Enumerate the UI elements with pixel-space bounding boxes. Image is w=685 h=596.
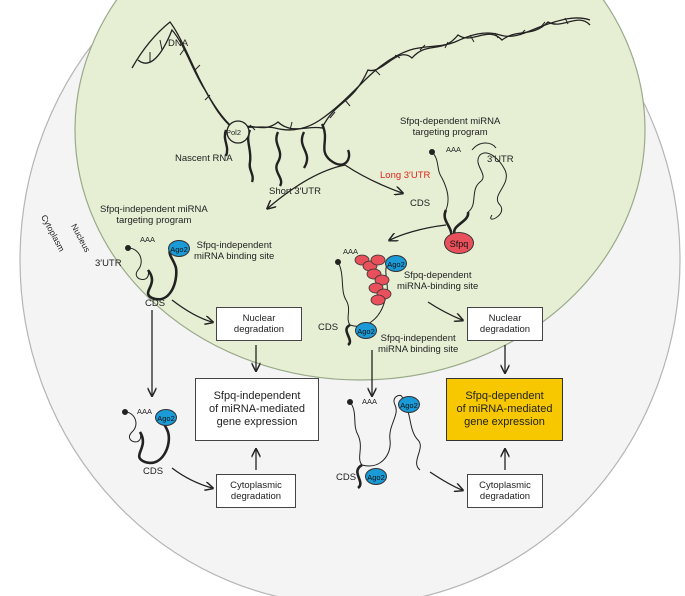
polya-tail-label: AAA <box>362 397 378 406</box>
polya-tail-label: AAA <box>137 407 153 416</box>
short-utr-transcript-nucleus <box>125 245 178 301</box>
indep-site-left-label: Sfpq-independent miRNA binding site <box>194 240 275 262</box>
ago2-protein: Ago2 <box>398 396 420 413</box>
dep-expression-box: Sfpq-dependent of miRNA-mediated gene ex… <box>446 378 563 441</box>
pathway-arrows <box>152 299 505 490</box>
dna-helix <box>131 17 591 131</box>
utr3-left-label: 3′UTR <box>95 258 122 269</box>
dep-site-label: Sfpq-dependent miRNA-binding site <box>397 270 479 292</box>
sfpq-binding-cluster <box>354 254 392 306</box>
utr3-right-label: 3′UTR <box>487 154 514 165</box>
cds-right-mid-label: CDS <box>318 322 339 333</box>
cds-left-bottom-label: CDS <box>143 466 164 477</box>
dep-program-label: Sfpq-dependent miRNA targeting program <box>400 116 501 138</box>
indep-program-label: Sfpq-independent miRNA targeting program <box>100 204 208 226</box>
ago2-protein: Ago2 <box>365 468 387 485</box>
cds-right-bottom-label: CDS <box>336 472 357 483</box>
nucleus-region <box>74 0 646 381</box>
sfpq-protein: Sfpq <box>444 232 474 254</box>
polya-tail-label: AAA <box>343 247 359 256</box>
cytoplasmic-degradation-left-box: Cytoplasmic degradation <box>216 474 296 508</box>
ago2-protein: Ago2 <box>168 240 190 257</box>
indep-site-right-label: Sfpq-independent miRNA binding site <box>378 333 459 355</box>
dna-label: DNA <box>168 38 189 49</box>
ago2-protein: Ago2 <box>155 409 177 426</box>
cds-left-top-label: CDS <box>145 298 166 309</box>
ago2-protein: Ago2 <box>385 255 407 272</box>
polya-tail-label: AAA <box>446 145 462 154</box>
nuclear-degradation-left-box: Nuclear degradation <box>216 307 302 341</box>
long-utr-label: Long 3′UTR <box>380 170 431 181</box>
nuclear-degradation-right-box: Nuclear degradation <box>467 307 543 341</box>
nascent-rna-label: Nascent RNA <box>175 153 233 164</box>
short-utr-label: Short 3′UTR <box>269 186 321 197</box>
cds-right-top-label: CDS <box>410 198 431 209</box>
ago2-protein: Ago2 <box>355 322 377 339</box>
nascent-rna <box>223 120 351 187</box>
indep-expression-box: Sfpq-independent of miRNA-mediated gene … <box>195 378 319 441</box>
pol2-label: Pol2 <box>226 128 242 137</box>
polya-tail-label: AAA <box>140 235 156 244</box>
cytoplasmic-degradation-right-box: Cytoplasmic degradation <box>467 474 543 508</box>
